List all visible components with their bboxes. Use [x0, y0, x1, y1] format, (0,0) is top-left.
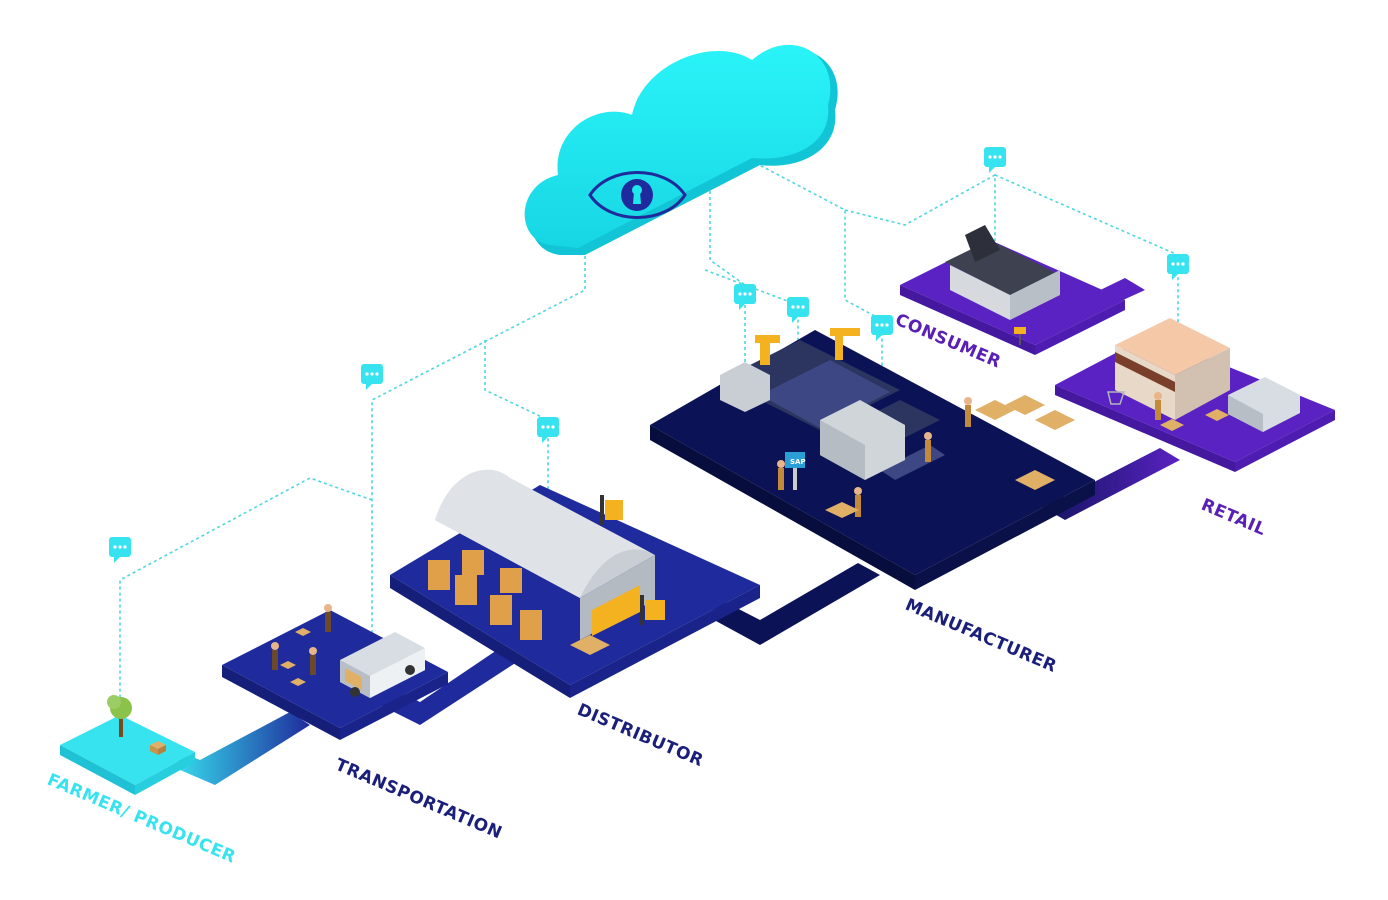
chat-bubble-icon: [984, 147, 1006, 173]
pallet-icon: [570, 635, 610, 655]
box-stacks: [428, 550, 542, 640]
shelf-racks: [825, 395, 1075, 518]
van-icon: [340, 632, 425, 698]
chat-bubble-icon: [361, 364, 383, 390]
control-panel-icon: SAP: [785, 452, 806, 490]
chat-bubble-icon: [734, 284, 756, 310]
mailbox-icon: [1014, 327, 1026, 345]
house-icon: [945, 225, 1060, 320]
robot-arm-icon: [755, 328, 860, 365]
cart-icon: [1107, 391, 1126, 405]
chat-bubble-icon: [537, 417, 559, 443]
platform-transportation: [222, 610, 448, 740]
screen-label: SAP: [790, 458, 806, 466]
platform-farmer: [60, 715, 195, 795]
chat-bubble-icon: [1167, 254, 1189, 280]
tree-icon: [107, 695, 132, 737]
worker-group-retail: [1154, 392, 1229, 431]
cloud-icon: [524, 44, 838, 256]
worker-group-manufacturer: [777, 397, 972, 517]
chat-bubble-icon: [871, 315, 893, 341]
forklift-icon: [600, 495, 665, 625]
eye-lock-icon: [588, 171, 687, 219]
worker-group-transport: [271, 604, 332, 686]
machine-icon: [720, 362, 905, 480]
chat-bubble-icon: [787, 297, 809, 323]
chat-bubble-group: [109, 147, 1189, 563]
crate-icon: [150, 741, 166, 755]
warehouse-icon: [435, 469, 655, 640]
chat-bubble-icon: [109, 537, 131, 563]
delivery-van-icon: [1228, 377, 1300, 432]
